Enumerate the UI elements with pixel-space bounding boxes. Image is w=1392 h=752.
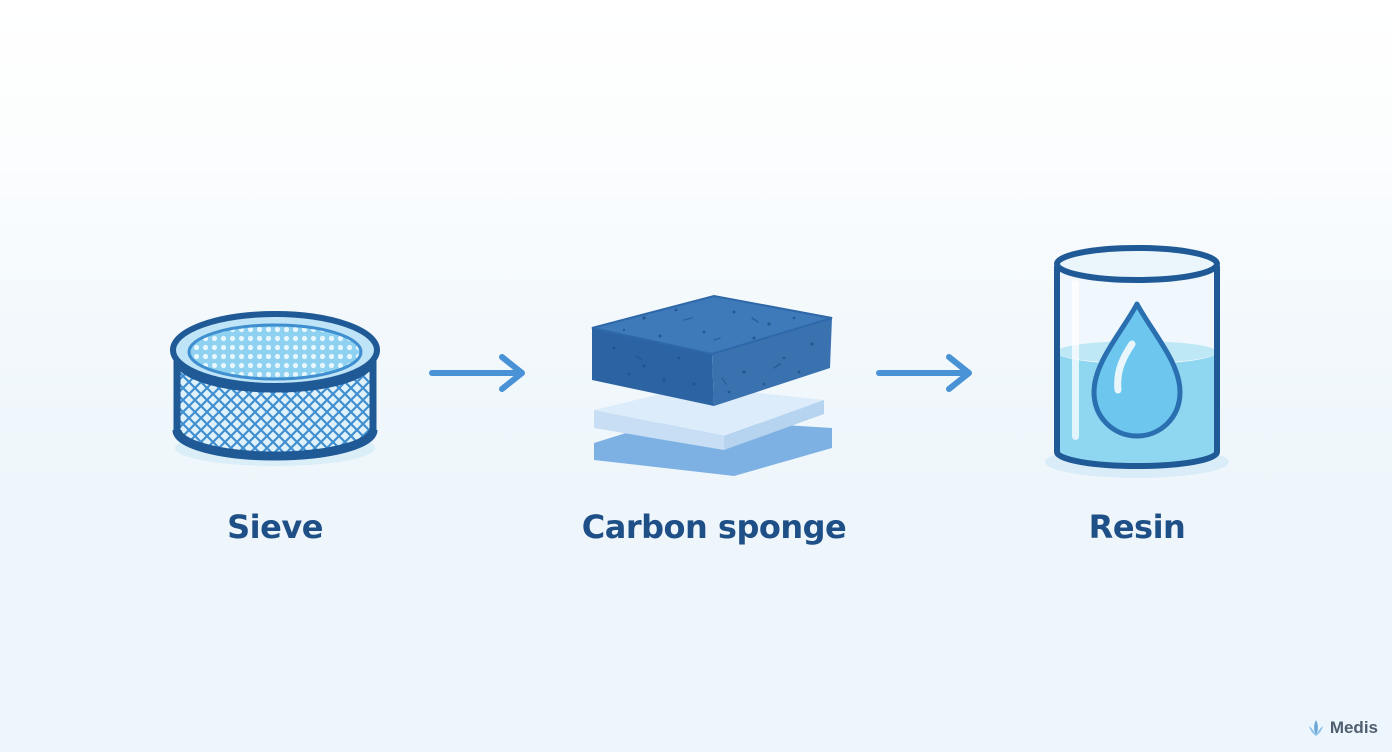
brand-watermark: Medis bbox=[1306, 718, 1378, 738]
resin-container-icon bbox=[1045, 245, 1229, 478]
medis-logo-icon bbox=[1308, 720, 1323, 736]
arrow-right-icon bbox=[429, 354, 525, 392]
step-sieve: Sieve bbox=[170, 0, 380, 752]
step-label-resin: Resin bbox=[1088, 508, 1186, 546]
arrow-right-icon bbox=[876, 354, 972, 392]
step-carbon-sponge: Carbon sponge bbox=[582, 0, 847, 752]
step-resin: Resin bbox=[1045, 0, 1229, 752]
step-label-sieve: Sieve bbox=[227, 508, 323, 546]
brand-name: Medis bbox=[1329, 718, 1378, 737]
step-label-carbon-sponge: Carbon sponge bbox=[581, 508, 847, 546]
carbon-sponge-icon bbox=[591, 294, 833, 476]
sieve-icon bbox=[170, 311, 380, 466]
